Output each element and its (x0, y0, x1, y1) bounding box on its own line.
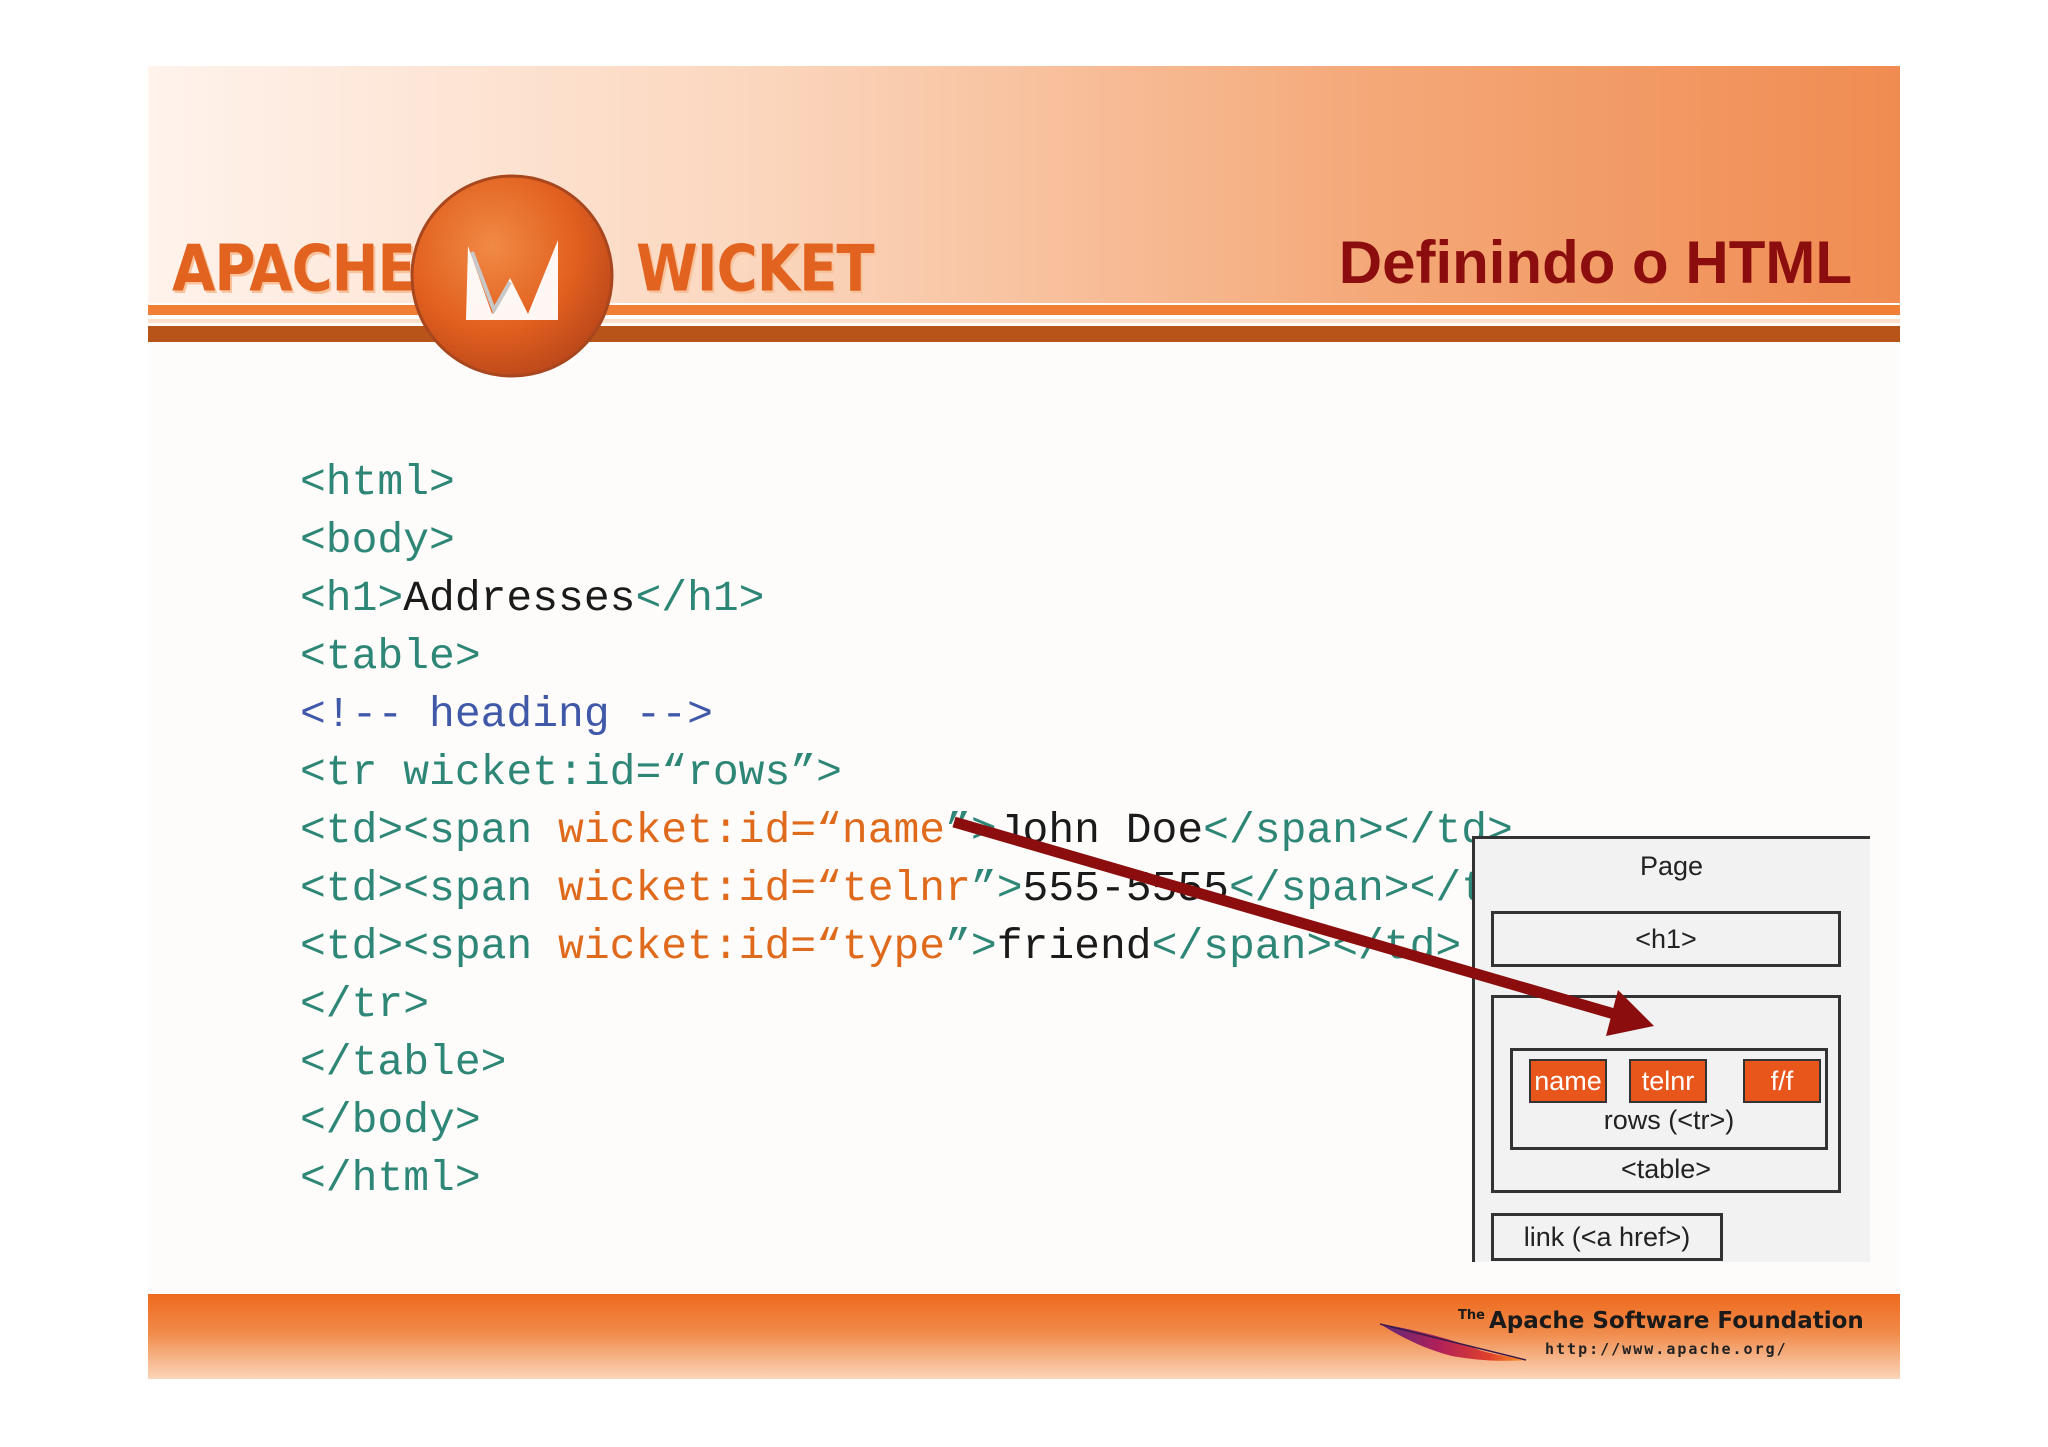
logo-text-wicket: WICKET (636, 232, 875, 307)
code-tag: </tr> (300, 980, 430, 1029)
apache-feather-icon (1379, 1323, 1527, 1361)
diagram-cell-telnr: telnr (1629, 1059, 1707, 1103)
code-tag: </html> (300, 1154, 481, 1203)
diagram-rows-box: name telnr f/f rows (<tr>) (1510, 1048, 1828, 1150)
code-comment: <!-- heading --> (300, 690, 713, 739)
header-band-highlight (148, 319, 1900, 323)
code-tag: <td><span (300, 864, 559, 913)
code-line: <td><span wicket:id=“telnr”>555-5555</sp… (300, 860, 1539, 918)
logo-text-apache: APACHE (172, 232, 416, 307)
code-tag: </body> (300, 1096, 481, 1145)
footer-brand-name: Apache Software Foundation (1488, 1308, 1864, 1334)
code-tag: <td><span (300, 806, 559, 855)
code-line: <!-- heading --> (300, 686, 1539, 744)
code-tag: <td><span (300, 922, 559, 971)
footer-brand-prefix: The (1458, 1308, 1485, 1323)
component-diagram: Page <h1> name telnr f/f rows (<tr>) <ta… (1472, 836, 1870, 1262)
code-attribute: wicket:id=“telnr (558, 864, 971, 913)
code-attribute: wicket:id=“type (558, 922, 946, 971)
wicket-logo-icon (410, 174, 614, 378)
code-line: <td><span wicket:id=“type”>friend</span>… (300, 918, 1539, 976)
slide-title: Definindo o HTML (1338, 229, 1852, 296)
diagram-link-label: link (<a href>) (1523, 1222, 1691, 1252)
diagram-table-box: name telnr f/f rows (<tr>) <table> (1491, 995, 1841, 1193)
html-code-block: <html><body><h1>Addresses</h1><table><!-… (300, 454, 1539, 1208)
code-line: <table> (300, 628, 1539, 686)
code-line: <td><span wicket:id=“name”>John Doe</spa… (300, 802, 1539, 860)
diagram-cell-name: name (1529, 1059, 1607, 1103)
code-text: 555-5555 (1022, 864, 1229, 913)
code-tag: ”> (970, 864, 1023, 913)
header-band (148, 305, 1900, 315)
code-tag: <html> (300, 458, 455, 507)
slide-footer (148, 1294, 1900, 1379)
code-line: <h1>Addresses</h1> (300, 570, 1539, 628)
footer-url: http://www.apache.org/ (1545, 1340, 1788, 1358)
code-text: Addresses (403, 574, 636, 623)
code-tag: </span></td> (1203, 806, 1513, 855)
diagram-page-label: Page (1640, 851, 1704, 881)
diagram-link-box: link (<a href>) (1491, 1213, 1723, 1261)
code-tag: <h1> (300, 574, 404, 623)
diagram-h1-label: <h1> (1635, 924, 1697, 954)
code-text: John Doe (996, 806, 1204, 855)
code-tag: </table> (300, 1038, 507, 1087)
slide: APACHE WICKET Definindo o HTML <html> <bo… (148, 66, 1900, 1379)
code-tag: </h1> (635, 574, 765, 623)
code-line: </tr> (300, 976, 1539, 1034)
code-tag: <tr wicket:id=“rows”> (300, 748, 842, 797)
code-tag: <table> (300, 632, 481, 681)
code-line: </table> (300, 1034, 1539, 1092)
code-tag: ”> (945, 806, 997, 855)
diagram-rows-label: rows (<tr>) (1603, 1105, 1735, 1135)
code-line: <body> (300, 512, 1539, 570)
diagram-h1-box: <h1> (1491, 911, 1841, 967)
code-line: </body> (300, 1092, 1539, 1150)
code-tag: ”> (945, 922, 997, 971)
code-tag: <body> (300, 516, 455, 565)
code-tag: </span></td> (1151, 922, 1462, 971)
diagram-cell-type: f/f (1743, 1059, 1821, 1103)
code-text: friend (996, 922, 1152, 971)
code-attribute: wicket:id=“name (558, 806, 946, 855)
code-line: <tr wicket:id=“rows”> (300, 744, 1539, 802)
code-line: <html> (300, 454, 1539, 512)
code-line: </html> (300, 1150, 1539, 1208)
diagram-table-label: <table> (1620, 1154, 1712, 1184)
